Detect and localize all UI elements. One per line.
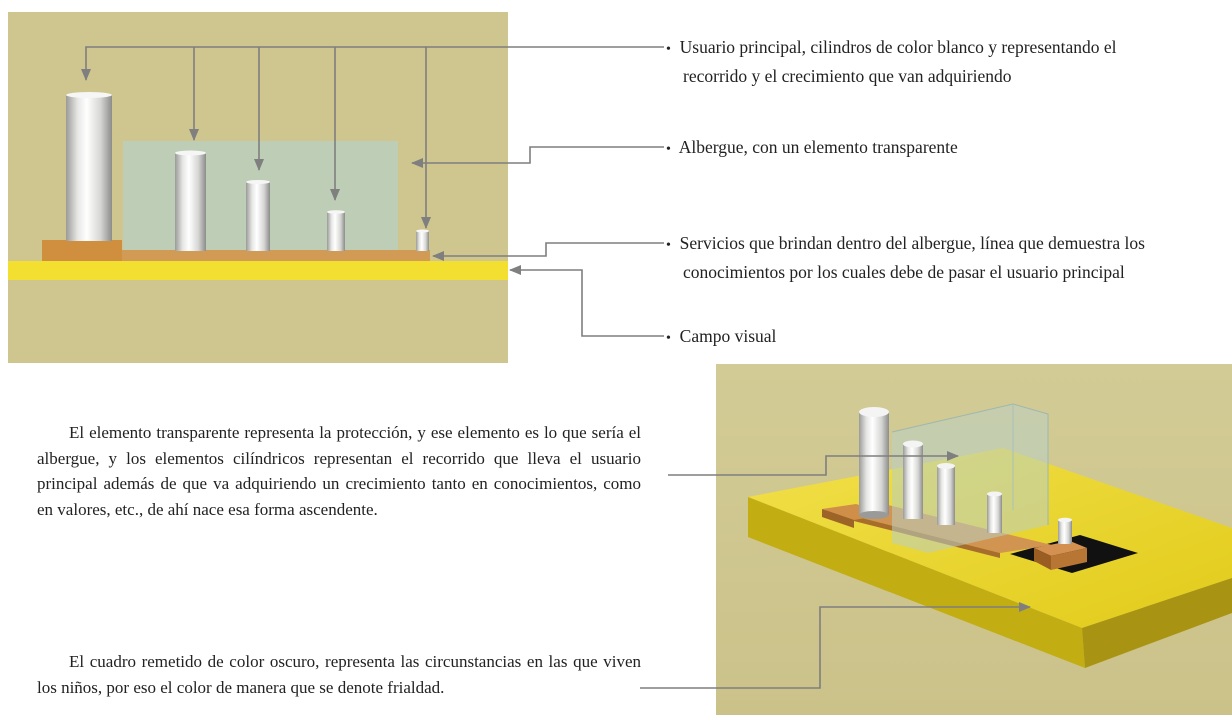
cylinder-3d-5 [1058, 517, 1072, 544]
cylinder-4 [327, 210, 345, 251]
cylinder-3d-2 [903, 440, 923, 519]
annotation-services-line2: conocimientos por los cuales debe de pas… [683, 262, 1125, 282]
cylinder-3d-3 [937, 463, 955, 525]
annotation-services-line1: Servicios que brindan dentro del albergu… [679, 233, 1145, 253]
front-arrows [81, 46, 664, 337]
cylinder-1 [66, 92, 112, 241]
annotation-services: • Servicios que brindan dentro del alber… [666, 233, 1145, 282]
annotation-users-line1: Usuario principal, cilindros de color bl… [679, 37, 1117, 57]
cylinder-5 [416, 229, 429, 251]
annotation-users: • Usuario principal, cilindros de color … [666, 37, 1117, 86]
glass-box-3d [891, 403, 1049, 553]
visual-field-bar [8, 261, 508, 280]
annotation-shelter: • Albergue, con un elemento transparente [666, 137, 958, 157]
user-cylinders [66, 92, 429, 251]
paragraph-dark-square: El cuadro remetido de color oscuro, repr… [37, 652, 641, 697]
cylinder-3d-4 [987, 491, 1002, 533]
services-block [42, 240, 122, 261]
cylinder-2 [175, 150, 206, 251]
annotation-field-line1: Campo visual [679, 326, 777, 346]
paragraph-transparent: El elemento transparente representa la p… [37, 423, 641, 519]
annotation-field: • Campo visual [666, 326, 777, 346]
annotation-shelter-line1: Albergue, con un elemento transparente [678, 137, 958, 157]
services-line [120, 250, 430, 261]
user-cylinders-3d [859, 407, 1072, 544]
paragraph-arrows [640, 451, 1031, 689]
cylinder-3 [246, 180, 270, 251]
cylinder-3d-1 [859, 407, 889, 519]
annotation-users-line2: recorrido y el crecimiento que van adqui… [683, 66, 1012, 86]
